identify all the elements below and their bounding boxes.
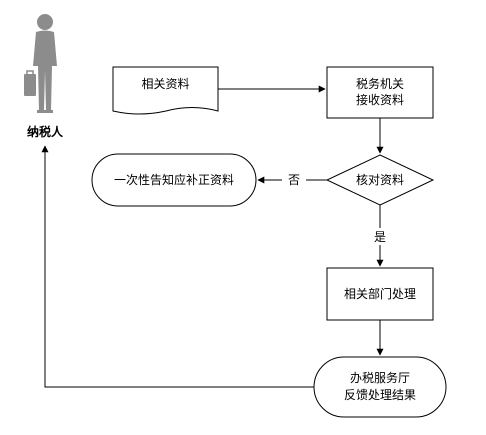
edge-no-label: 否 (287, 173, 300, 187)
edge-yes-label: 是 (373, 230, 386, 244)
taxpayer-person-icon (24, 14, 57, 113)
verify-docs-label: 核对资料 (355, 173, 404, 187)
receive-docs-label-line1: 税务机关 (355, 77, 404, 91)
feedback-label-line1: 办税服务厅 (349, 371, 410, 385)
related-docs-node (112, 66, 219, 115)
related-docs-label: 相关资料 (141, 77, 190, 91)
dept-handle-label: 相关部门处理 (343, 287, 416, 301)
receive-docs-label-line2: 接收资料 (355, 93, 404, 107)
notify-once-node (91, 153, 257, 207)
feedback-label-line2: 反馈处理结果 (343, 388, 416, 402)
edge-feedback-to-taxpayer (41, 145, 314, 388)
dept-handle-node (326, 267, 434, 321)
taxpayer-label: 纳税人 (26, 125, 63, 139)
notify-once-label: 一次性告知应补正资料 (113, 173, 234, 187)
